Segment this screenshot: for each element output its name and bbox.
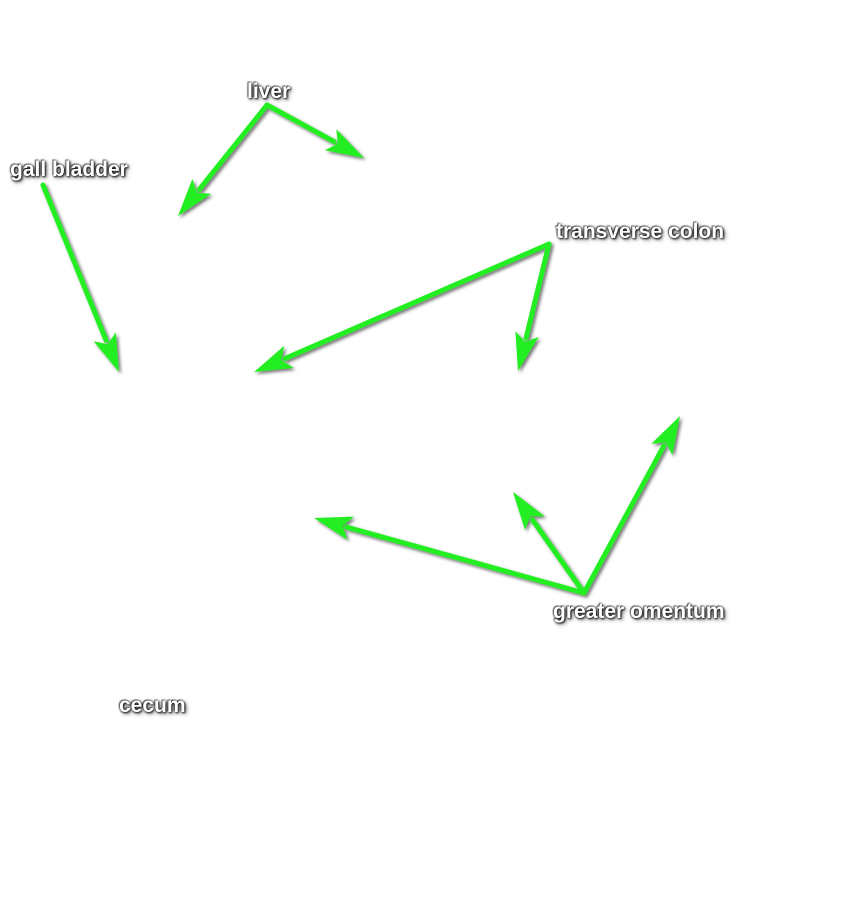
greater-omentum-arrow-right bbox=[581, 416, 680, 596]
transverse-colon-label: transverse colon bbox=[556, 220, 725, 243]
gall-bladder-arrow-head bbox=[93, 332, 119, 372]
liver-arrow-right bbox=[264, 102, 364, 158]
gall-bladder-label: gall bladder bbox=[10, 158, 128, 181]
liver-arrow-right-shaft bbox=[264, 102, 337, 145]
liver-arrow-left-shaft bbox=[196, 102, 270, 192]
transverse-colon-arrow-down bbox=[515, 241, 552, 371]
greater-omentum-arrow-right-shaft bbox=[581, 443, 667, 596]
greater-omentum-label: greater omentum bbox=[553, 600, 725, 623]
greater-omentum-arrow-right-head bbox=[651, 416, 680, 456]
liver-arrow-right-head bbox=[324, 129, 364, 158]
transverse-colon-arrow-left-head bbox=[254, 345, 294, 372]
liver-arrow-left bbox=[178, 102, 270, 216]
greater-omentum-arrow-middle bbox=[513, 492, 587, 596]
liver-label: liver bbox=[247, 80, 291, 103]
transverse-colon-arrow-left-shaft bbox=[282, 241, 552, 361]
transverse-colon-arrow-down-shaft bbox=[523, 241, 552, 341]
gall-bladder-arrow bbox=[40, 182, 119, 372]
greater-omentum-arrow-middle-shaft bbox=[530, 517, 587, 596]
transverse-colon-arrow-left bbox=[254, 241, 552, 372]
gall-bladder-arrow-shaft bbox=[40, 182, 109, 344]
greater-omentum-arrow-middle-head bbox=[513, 492, 545, 530]
cecum-label: cecum bbox=[119, 694, 186, 717]
greater-omentum-arrow-left bbox=[314, 516, 587, 596]
greater-omentum-arrow-left-head bbox=[314, 516, 354, 540]
transverse-colon-arrow-down-head bbox=[515, 331, 539, 371]
liver-arrow-left-head bbox=[178, 178, 212, 216]
greater-omentum-arrow-left-shaft bbox=[344, 524, 587, 596]
